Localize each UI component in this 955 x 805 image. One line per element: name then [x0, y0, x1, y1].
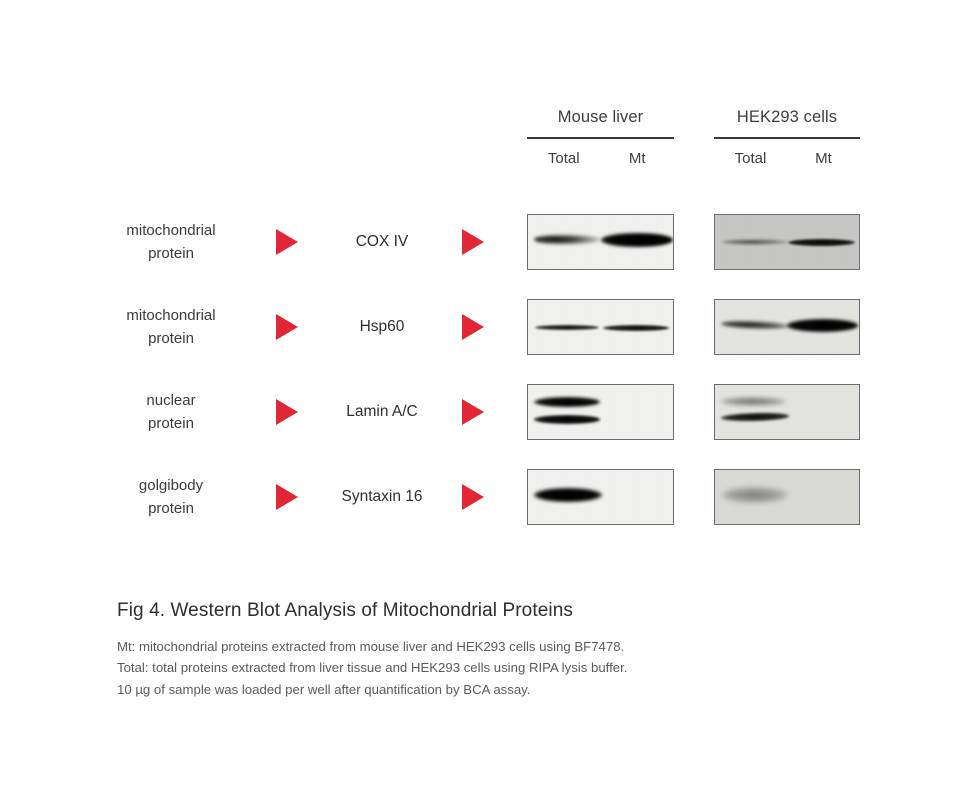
lane-label-hek293-total: Total	[734, 150, 767, 167]
caption-line-mt: Mt: mitochondrial proteins extracted fro…	[117, 639, 625, 654]
protein-label-cox-iv: COX IV	[355, 233, 409, 250]
triangle-right-icon	[458, 469, 488, 525]
blot-rows: mitochondrial protein COX IV mitochondri…	[0, 214, 955, 554]
lane-labels-mouse-liver: Total Mt	[527, 150, 674, 167]
localization-label-lamin-a-c: nuclear protein	[88, 384, 254, 440]
localization-line-2: protein	[148, 245, 194, 262]
group-title-hek293-cells: HEK293 cells	[736, 108, 838, 126]
group-rule-hek293-cells	[714, 137, 860, 139]
blot-panel-syntaxin-16-mouse-liver	[527, 469, 674, 525]
triangle-right-icon	[458, 384, 488, 440]
blot-row-syntaxin-16: golgibody protein Syntaxin 16	[0, 469, 955, 554]
triangle-right-icon	[272, 384, 302, 440]
localization-label-syntaxin-16: golgibody protein	[88, 469, 254, 525]
group-headers: Mouse liver Total Mt HEK293 cells Total …	[0, 108, 955, 208]
protein-label-lamin-a-c: Lamin A/C	[346, 403, 418, 420]
localization-line-2: protein	[148, 330, 194, 347]
blot-row-hsp60: mitochondrial protein Hsp60	[0, 299, 955, 384]
blot-panel-hsp60-mouse-liver	[527, 299, 674, 355]
lane-label-mouse-liver-mt: Mt	[628, 150, 646, 167]
localization-line-1: mitochondrial	[126, 221, 216, 239]
blot-panel-syntaxin-16-hek293-cells	[714, 469, 860, 525]
triangle-right-icon	[458, 299, 488, 355]
localization-line-2: protein	[148, 415, 194, 432]
blot-row-cox-iv: mitochondrial protein COX IV	[0, 214, 955, 299]
blot-panel-hsp60-hek293-cells	[714, 299, 860, 355]
blot-panel-cox-iv-hek293-cells	[714, 214, 860, 270]
localization-line-2: protein	[148, 500, 194, 517]
figure-caption-title: Fig 4. Western Blot Analysis of Mitochon…	[117, 600, 573, 621]
localization-label-cox-iv: mitochondrial protein	[88, 214, 254, 270]
caption-line-total: Total: total proteins extracted from liv…	[117, 660, 628, 676]
figure-caption: Fig 4. Western Blot Analysis of Mitochon…	[117, 600, 897, 700]
triangle-right-icon	[458, 214, 488, 270]
protein-label-hsp60: Hsp60	[359, 318, 405, 335]
localization-line-1: golgibody	[138, 476, 204, 494]
group-rule-mouse-liver	[527, 137, 674, 139]
blot-panel-lamin-a-c-hek293-cells	[714, 384, 860, 440]
blot-panel-lamin-a-c-mouse-liver	[527, 384, 674, 440]
group-title-mouse-liver: Mouse liver	[557, 108, 644, 126]
lane-labels-hek293-cells: Total Mt	[714, 150, 860, 167]
localization-line-1: nuclear	[146, 391, 196, 409]
blot-panel-cox-iv-mouse-liver	[527, 214, 674, 270]
triangle-right-icon	[272, 469, 302, 525]
group-header-mouse-liver: Mouse liver Total Mt	[527, 108, 674, 167]
triangle-right-icon	[272, 299, 302, 355]
group-header-hek293-cells: HEK293 cells Total Mt	[714, 108, 860, 167]
triangle-right-icon	[272, 214, 302, 270]
protein-label-syntaxin-16: Syntaxin 16	[341, 488, 423, 505]
lane-label-mouse-liver-total: Total	[547, 150, 580, 167]
blot-row-lamin-a-c: nuclear protein Lamin A/C	[0, 384, 955, 469]
localization-line-1: mitochondrial	[126, 306, 216, 324]
localization-label-hsp60: mitochondrial protein	[88, 299, 254, 355]
lane-label-hek293-mt: Mt	[815, 150, 832, 167]
figure-caption-body: Mt: mitochondrial proteins extracted fro…	[117, 636, 897, 700]
caption-line-loading: 10 µg of sample was loaded per well afte…	[117, 681, 531, 697]
